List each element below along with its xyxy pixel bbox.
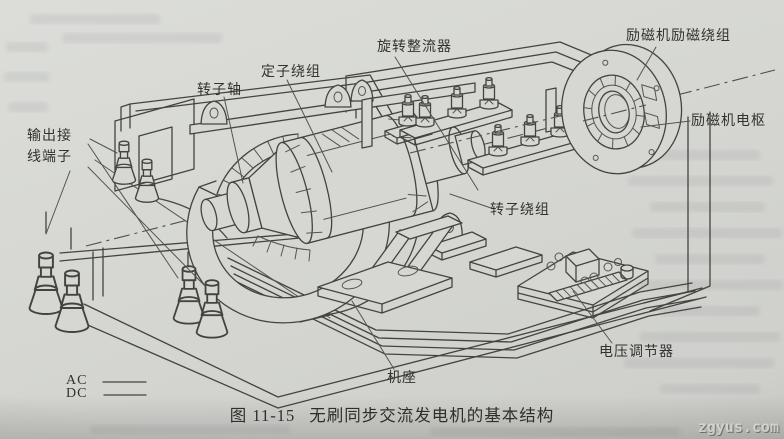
label-rotor-shaft: 转子轴: [197, 83, 242, 98]
watermark: zgyus.com: [697, 418, 779, 436]
rotor-winding-hatch: [321, 126, 360, 147]
legend-ac-label: AC: [66, 373, 88, 388]
rotor-shaft-end: [200, 198, 218, 232]
page-bleed-texture: [4, 14, 783, 436]
label-output-terminals-line1: 输出接: [27, 129, 72, 144]
label-stator-winding: 定子绕组: [261, 65, 321, 80]
label-exciter-armature: 励磁机电枢: [691, 114, 766, 129]
leader-lines: [45, 46, 691, 370]
label-machine-base: 机座: [387, 371, 417, 386]
legend-sample-lines: [102, 381, 147, 396]
label-exciter-field-winding: 励磁机励磁绕组: [626, 29, 731, 44]
machine-base-pedestal: [317, 215, 463, 314]
figure-caption: 图 11-15 无刷同步交流发电机的基本结构: [0, 402, 784, 426]
label-rotating-rectifier: 旋转整流器: [377, 40, 452, 55]
stator-slot-ticks: [252, 235, 311, 262]
exciter-armature-teeth: [583, 74, 645, 150]
rotor-assembly: [200, 109, 486, 245]
label-output-terminals-line2: 线端子: [27, 150, 72, 165]
legend-dc-label: DC: [66, 386, 88, 401]
figure-caption-number: 图 11-15: [229, 406, 296, 425]
label-rotor-winding: 转子绕组: [490, 203, 550, 218]
label-output-terminals: 输出接 线端子: [27, 126, 72, 168]
voltage-regulator-board: [517, 248, 649, 319]
exciter-ring: [561, 43, 683, 175]
label-voltage-regulator: 电压调节器: [599, 345, 674, 360]
figure-caption-title: 无刷同步交流发电机的基本结构: [309, 406, 555, 425]
lifting-bar: [189, 79, 557, 149]
